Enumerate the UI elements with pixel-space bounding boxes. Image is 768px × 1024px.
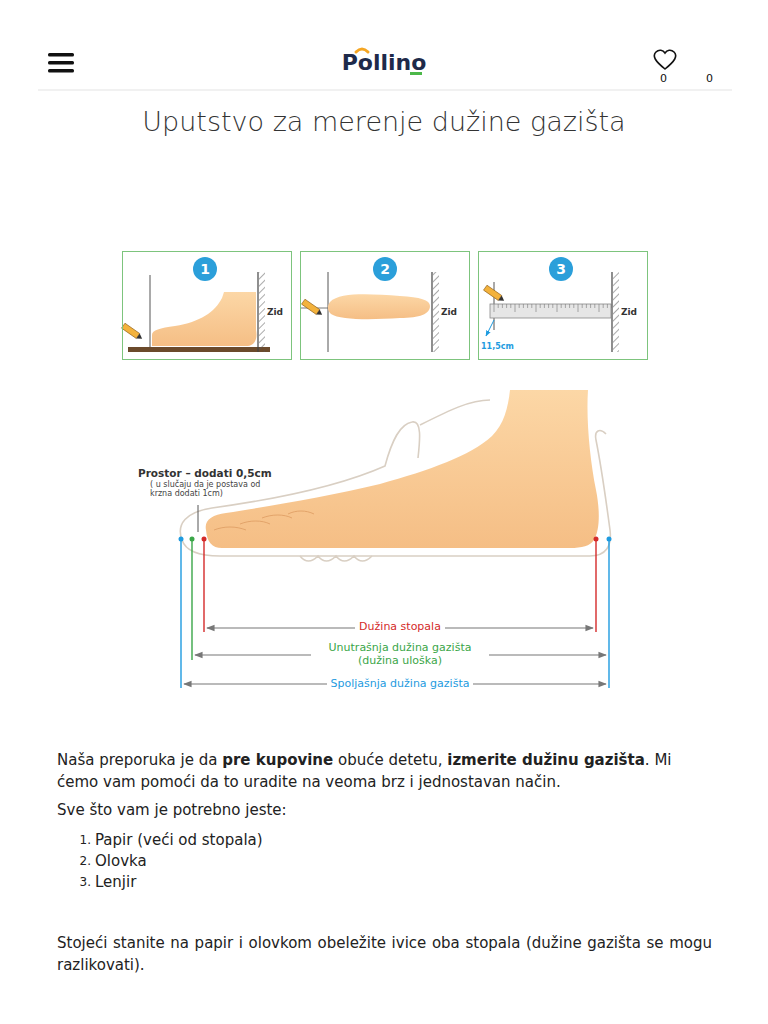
space-subnote: ( u slučaju da je postava od krzna dodat… bbox=[150, 480, 282, 498]
step-digit: 3 bbox=[556, 261, 566, 277]
body-text: Naša preporuka je da bbox=[57, 751, 217, 769]
body-paragraph: Naša preporuka je da pre kupovine obuće … bbox=[57, 749, 712, 793]
space-note: Prostor – dodati 0,5cm bbox=[138, 467, 272, 479]
bold-text: izmerite dužinu gazišta bbox=[447, 751, 645, 769]
measure-label: Spoljašnja dužina gazišta bbox=[327, 677, 474, 690]
logo-text: Pollino bbox=[342, 50, 427, 75]
step-panel: Zid 11,5cm 3 bbox=[478, 251, 648, 360]
cart-count: 0 bbox=[706, 72, 713, 85]
heart-icon bbox=[654, 50, 675, 69]
page-title: Uputstvo za merenje dužine gazišta bbox=[142, 106, 625, 137]
bold-text: pre kupovine bbox=[222, 751, 333, 769]
list-item: Papir (veći od stopala) bbox=[95, 831, 263, 849]
measure-value: 11,5cm bbox=[481, 342, 514, 351]
step-digit: 1 bbox=[200, 261, 210, 277]
list-number: 1. bbox=[80, 833, 91, 847]
step-digit: 2 bbox=[380, 261, 390, 277]
toe-lines bbox=[214, 511, 314, 530]
body-text: Stojeći stanite na papir i olovkom obele… bbox=[57, 934, 712, 974]
step-three-art bbox=[484, 272, 619, 352]
step-number: 1 bbox=[193, 257, 217, 281]
wall-label: Zid bbox=[441, 307, 457, 317]
step-two-art bbox=[300, 272, 439, 352]
menu-icon bbox=[48, 53, 74, 73]
wall-label: Zid bbox=[267, 307, 283, 317]
list-item: Olovka bbox=[95, 852, 147, 870]
list-number: 3. bbox=[80, 875, 91, 889]
measure-label: Unutrašnja dužina gazišta (dužina uloška… bbox=[311, 641, 489, 667]
wall-label: Zid bbox=[621, 307, 637, 317]
measure-verticals bbox=[179, 537, 612, 689]
measure-arrows bbox=[184, 628, 606, 684]
leader-line bbox=[198, 505, 199, 532]
step-panel: Zid 2 bbox=[300, 251, 470, 360]
wishlist-count: 0 bbox=[660, 72, 667, 85]
measure-label: Dužina stopala bbox=[355, 620, 445, 633]
step-number: 3 bbox=[549, 257, 573, 281]
body-text: Sve što vam je potrebno jeste: bbox=[57, 801, 287, 819]
list-item: Lenjir bbox=[95, 873, 136, 891]
step-panel: Zid 1 bbox=[122, 251, 292, 360]
body-paragraph: Stojeći stanite na papir i olovkom obele… bbox=[57, 932, 712, 976]
list-number: 2. bbox=[80, 854, 91, 868]
step-number: 2 bbox=[373, 257, 397, 281]
step-one-art bbox=[122, 272, 270, 352]
body-text: obuće detetu, bbox=[338, 751, 442, 769]
header-rule bbox=[38, 90, 732, 91]
